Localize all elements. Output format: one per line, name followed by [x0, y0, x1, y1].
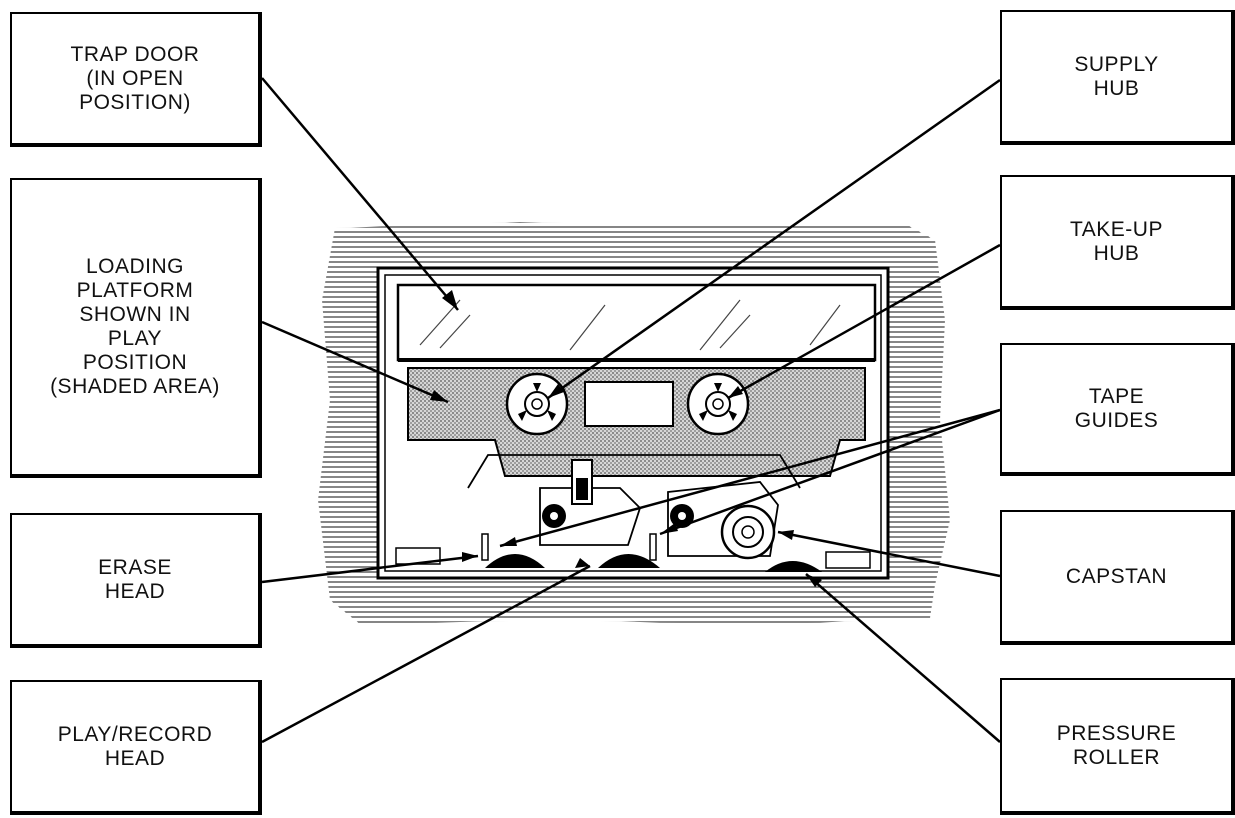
pressure-roller: [765, 561, 822, 572]
label-take-up-hub: TAKE-UP HUB: [1070, 217, 1163, 265]
callout-tape-guides: TAPE GUIDES: [1000, 343, 1235, 476]
callout-play-record-head: PLAY/RECORD HEAD: [10, 680, 262, 815]
tape-guide-left: [481, 533, 489, 561]
cassette-window: [584, 381, 674, 427]
label-pressure-roller: PRESSURE ROLLER: [1056, 721, 1177, 769]
callout-supply-hub: SUPPLY HUB: [1000, 10, 1235, 145]
trap-door: [396, 283, 877, 362]
trap-door-glare: [419, 299, 841, 351]
erase-head: [485, 554, 545, 568]
callout-erase-head: ERASE HEAD: [10, 513, 262, 648]
take-up-hub: [686, 372, 750, 436]
callout-pressure-roller: PRESSURE ROLLER: [1000, 678, 1235, 815]
label-supply-hub: SUPPLY HUB: [1074, 52, 1159, 100]
label-capstan: CAPSTAN: [1065, 564, 1168, 588]
leader-lines: [261, 77, 1001, 744]
play-record-head: [598, 554, 660, 568]
tape-guide-right: [649, 533, 657, 561]
label-play-record-head: PLAY/RECORD HEAD: [57, 722, 213, 770]
label-trap-door: TRAP DOOR (IN OPEN POSITION): [70, 42, 200, 114]
callout-capstan: CAPSTAN: [1000, 510, 1235, 645]
leader-arrowheads: [430, 290, 822, 587]
callout-take-up-hub: TAKE-UP HUB: [1000, 175, 1235, 310]
callout-trap-door: TRAP DOOR (IN OPEN POSITION): [10, 12, 262, 147]
label-erase-head: ERASE HEAD: [98, 555, 172, 603]
capstan: [720, 504, 776, 560]
callout-loading-platform: LOADING PLATFORM SHOWN IN PLAY POSITION …: [10, 178, 262, 478]
label-tape-guides: TAPE GUIDES: [1074, 384, 1159, 432]
label-loading-platform: LOADING PLATFORM SHOWN IN PLAY POSITION …: [50, 255, 220, 398]
supply-hub: [505, 372, 569, 436]
